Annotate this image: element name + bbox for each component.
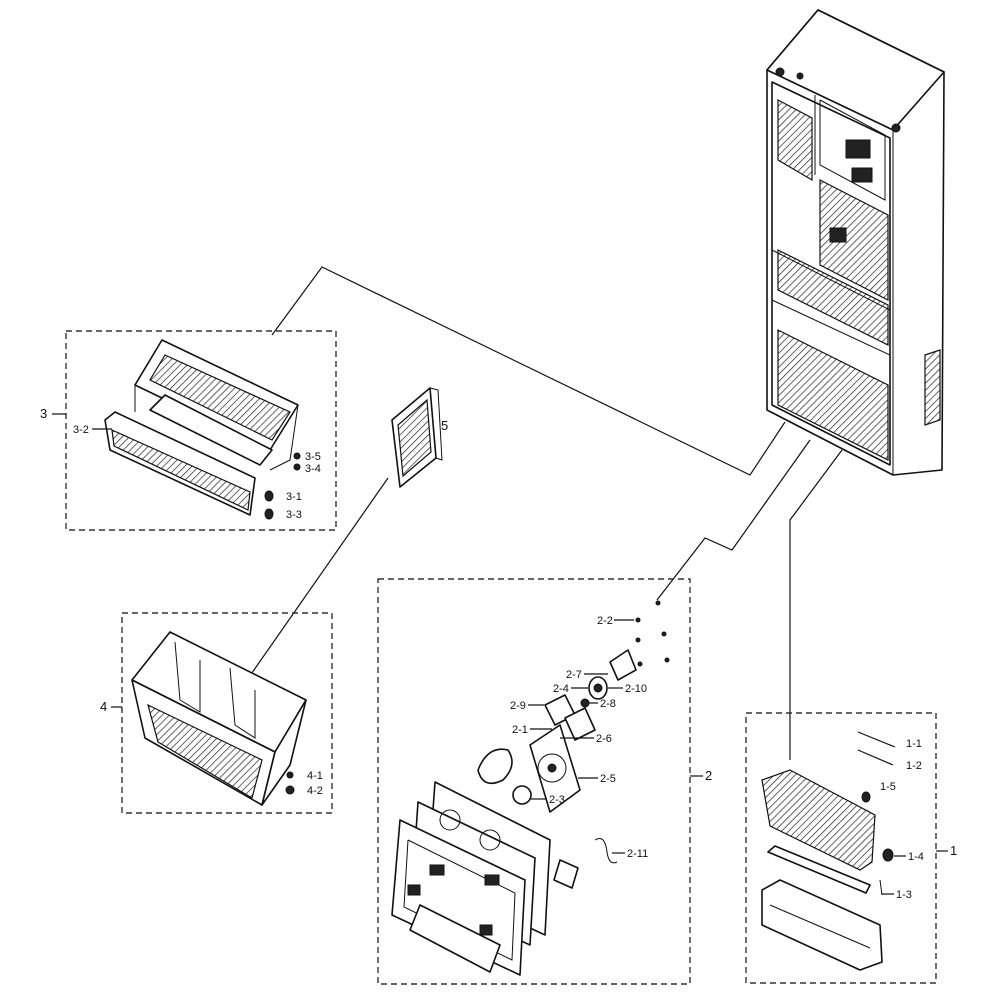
callout-group-4: 4 (100, 699, 107, 714)
callout-1-5: 1-5 (880, 781, 896, 793)
callout-2-11: 2-11 (627, 848, 648, 860)
callout-2-6: 2-6 (596, 733, 612, 745)
callout-group-3: 3 (40, 406, 47, 421)
callout-3-2: 3-2 (73, 424, 89, 436)
group-3-box (65, 330, 337, 531)
callout-3-4: 3-4 (305, 463, 321, 475)
cover-plate-part (391, 387, 443, 488)
callout-1-3: 1-3 (896, 889, 912, 901)
callout-2-3: 2-3 (549, 794, 565, 806)
callout-1-2: 1-2 (906, 760, 922, 772)
callout-4-1: 4-1 (307, 770, 323, 782)
freezer-basket-part (131, 631, 307, 806)
callout-2-5: 2-5 (600, 773, 616, 785)
refrigerator-cabinet (766, 9, 945, 476)
evaporator-part (761, 731, 896, 971)
group-2-box (377, 578, 691, 985)
callout-3-3: 3-3 (286, 509, 302, 521)
callout-2-7: 2-7 (566, 669, 582, 681)
callout-group-1: 1 (950, 843, 957, 858)
callout-2-8: 2-8 (600, 698, 616, 710)
callout-2-4: 2-4 (553, 683, 569, 695)
freezer-drawer-part (104, 339, 301, 520)
callout-2-10: 2-10 (625, 683, 647, 695)
callout-3-5: 3-5 (305, 451, 321, 463)
leader-lines (239, 266, 843, 760)
callout-2-2: 2-2 (597, 615, 613, 627)
evaporator-cover-assembly (391, 600, 670, 976)
callout-1-4: 1-4 (908, 851, 924, 863)
callout-4-2: 4-2 (307, 785, 323, 797)
callout-group-2: 2 (705, 768, 712, 783)
group-1-box (745, 712, 937, 984)
callout-1-1: 1-1 (906, 738, 922, 750)
group-4-box (121, 612, 333, 814)
callout-3-1: 3-1 (286, 491, 302, 503)
callout-2-9: 2-9 (510, 700, 526, 712)
callout-group-5: 5 (441, 418, 448, 433)
callout-labels: 3 5 4 2 1 3-2 3-5 3-4 3-1 3-3 4-1 4-2 2-… (40, 406, 957, 901)
callout-2-1: 2-1 (512, 724, 528, 736)
